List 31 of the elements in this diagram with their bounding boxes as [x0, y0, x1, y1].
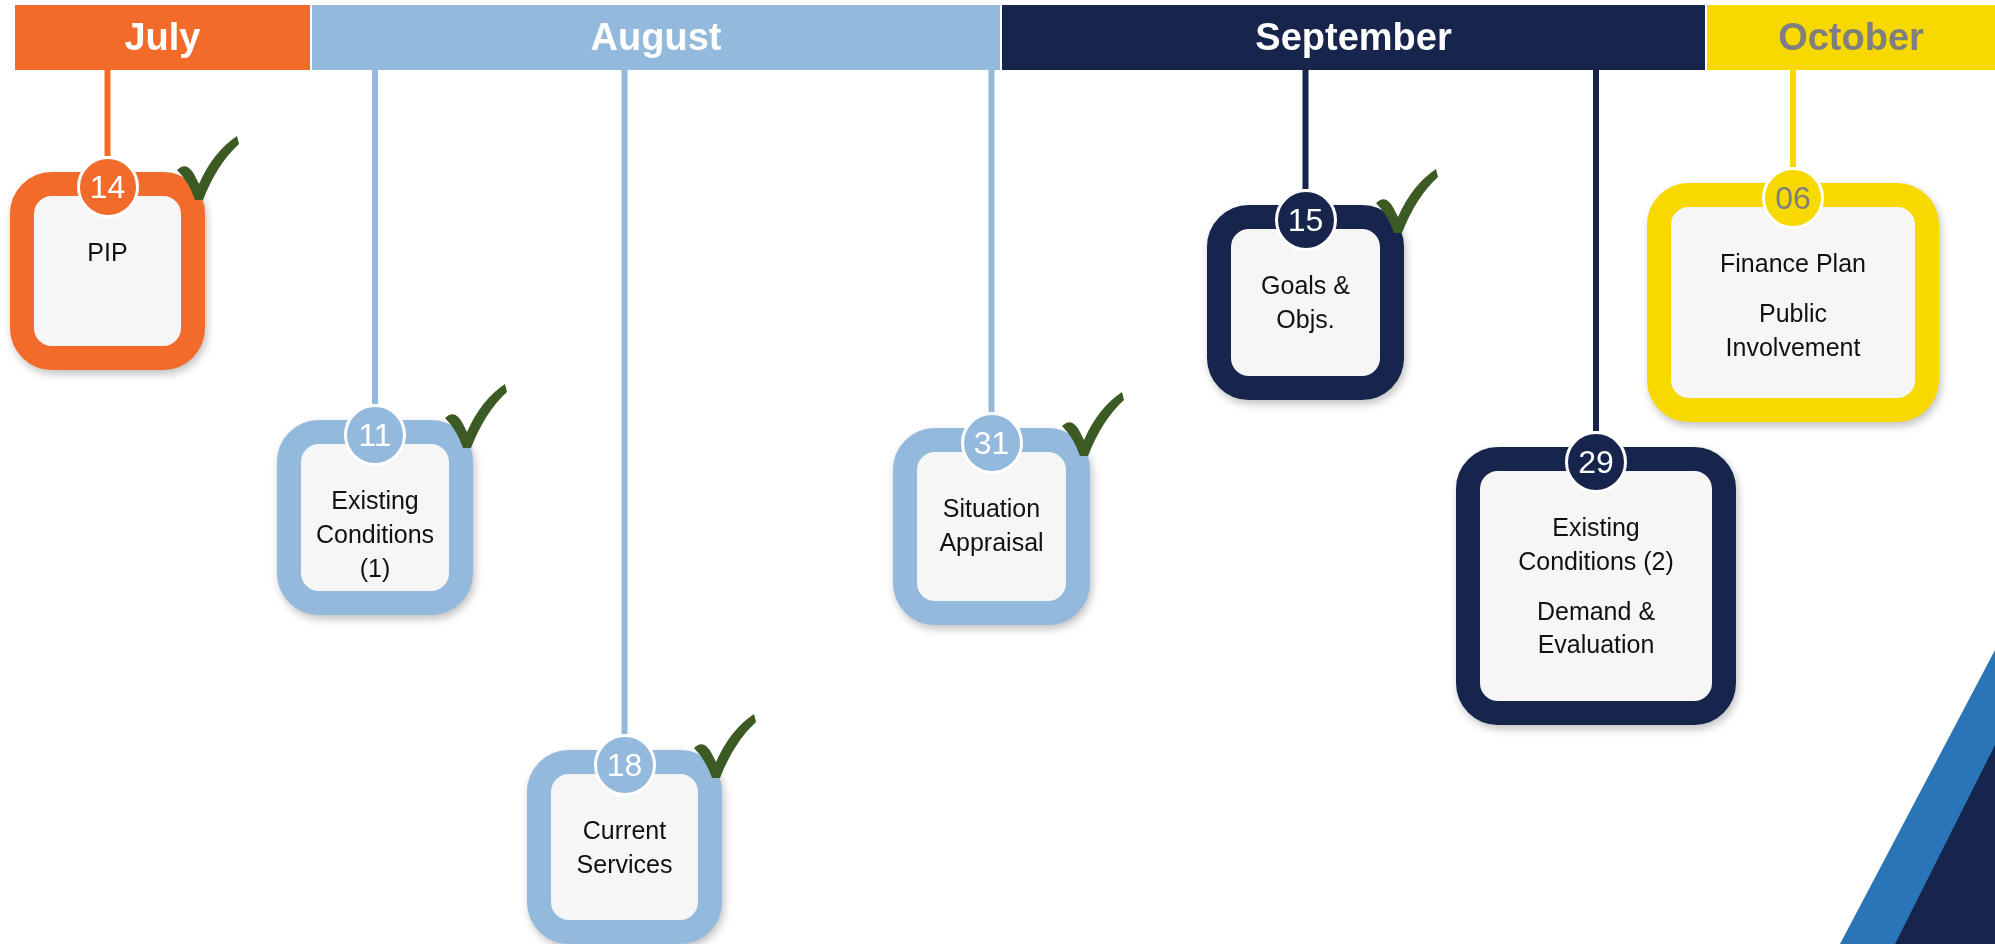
connector-line [1593, 70, 1599, 431]
task-label: Existing Conditions (1) [314, 485, 436, 584]
connector-line [104, 70, 111, 156]
date-badge: 11 [344, 404, 406, 466]
connector-line [1302, 70, 1309, 189]
task-label: Current Services [575, 815, 674, 880]
date-badge: 18 [593, 734, 656, 796]
month-header-bar [1002, 5, 1705, 70]
connector-line [372, 70, 378, 404]
month-header-bar [312, 5, 1000, 70]
task-label: PIP [87, 237, 128, 268]
month-header-bar [1707, 5, 1995, 70]
task-label: Existing Conditions (2) [1517, 512, 1675, 577]
connector-line [621, 70, 628, 734]
task-label: Situation Appraisal [938, 493, 1045, 558]
date-badge: 15 [1274, 189, 1337, 251]
date-badge: 31 [960, 412, 1023, 474]
date-badge: 06 [1762, 167, 1824, 229]
task-label: Demand & Evaluation [1535, 595, 1657, 661]
connector-line [988, 70, 995, 412]
month-label: August [590, 16, 722, 59]
month-label: September [1255, 16, 1452, 59]
month-header-bar [15, 5, 310, 70]
month-label: October [1778, 16, 1924, 59]
task-label: Public Involvement [1724, 297, 1862, 363]
date-badge: 29 [1565, 431, 1627, 493]
date-badge: 14 [76, 156, 139, 218]
connector-line [1790, 70, 1796, 167]
task-label: Finance Plan [1720, 248, 1866, 279]
month-label: July [124, 16, 201, 59]
task-label: Goals & Objs. [1260, 270, 1351, 335]
